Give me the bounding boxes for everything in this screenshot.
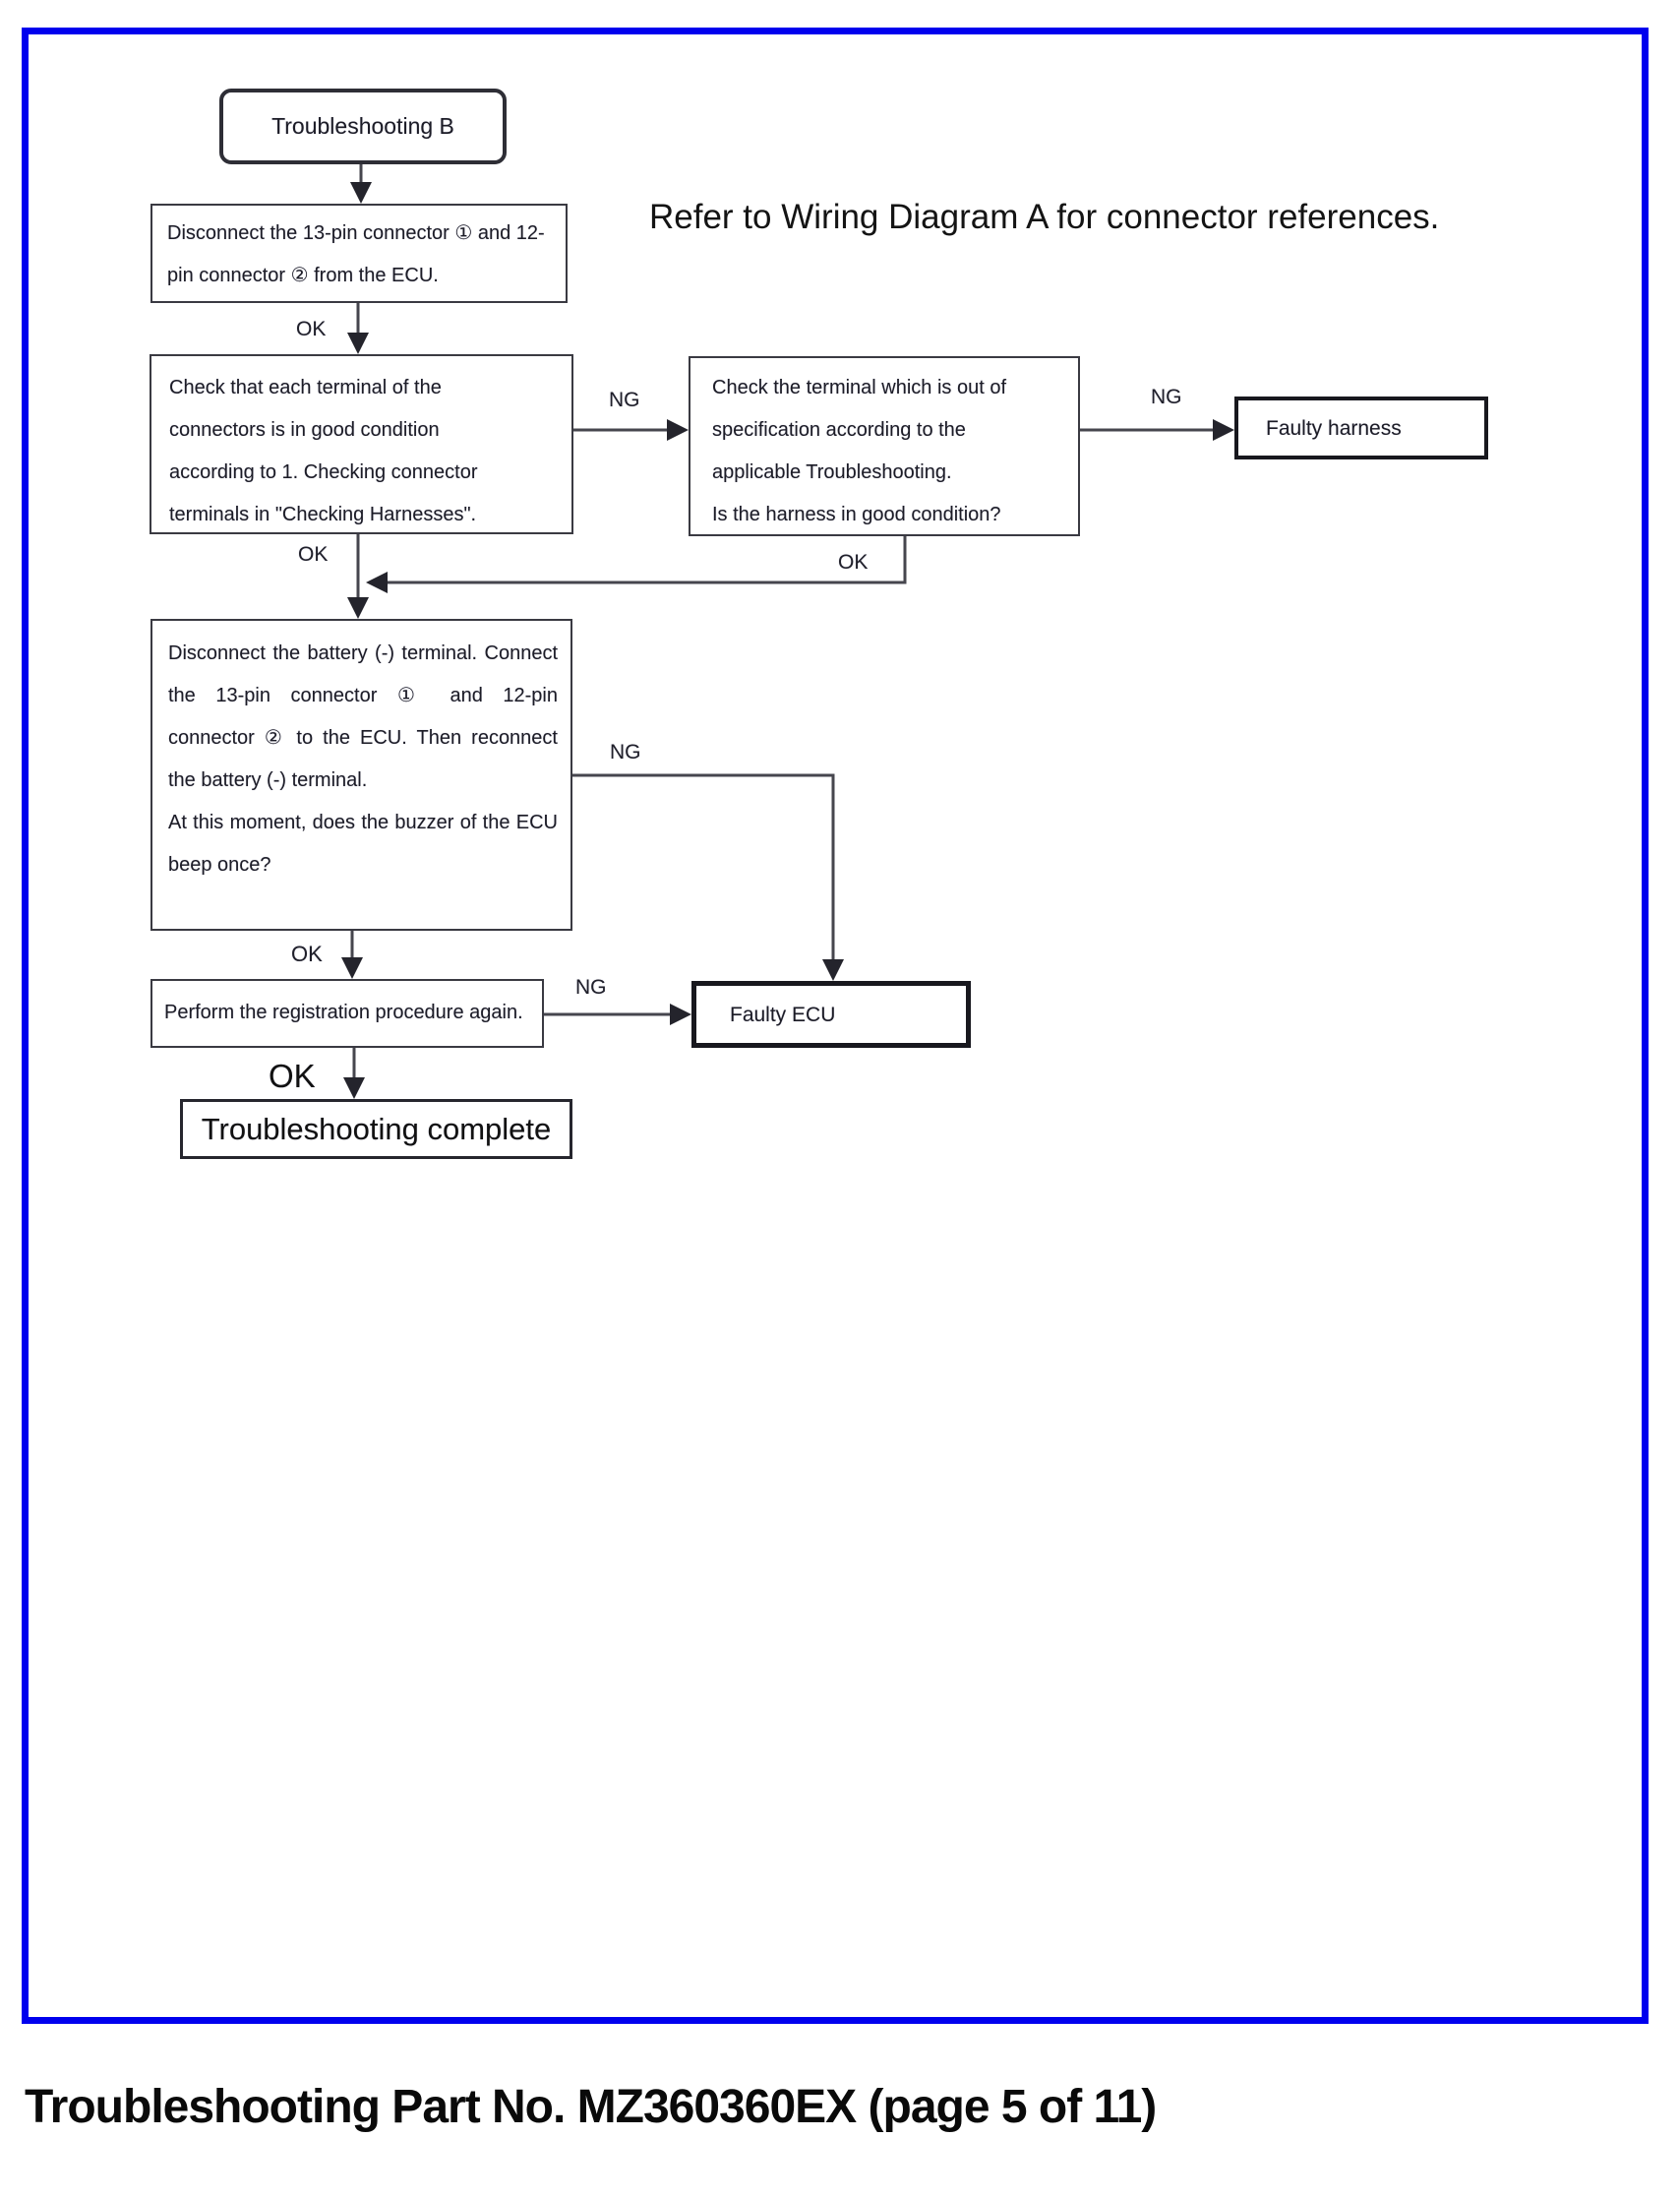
check-terminals-box: Check that each terminal of the connecto… <box>150 354 573 534</box>
ok-label: OK <box>269 1058 316 1094</box>
faulty-ecu-box: Faulty ECU <box>691 981 971 1048</box>
disconnect-connectors-box: Disconnect the 13-pin connector ① and 12… <box>150 204 568 303</box>
page-caption: Troubleshooting Part No. MZ360360EX (pag… <box>25 2081 1157 2133</box>
check-out-of-spec-box: Check the terminal which is out of speci… <box>689 356 1080 536</box>
ng-label: NG <box>610 741 641 764</box>
ok-label: OK <box>296 318 327 340</box>
ng-label: NG <box>575 976 607 999</box>
reconnect-battery-box: Disconnect the battery (-) terminal. Con… <box>150 619 572 931</box>
ok-label: OK <box>838 551 869 574</box>
start-node: Troubleshooting B <box>219 89 507 164</box>
faulty-harness-box: Faulty harness <box>1234 397 1488 459</box>
ok-label: OK <box>291 942 323 966</box>
page-border-frame <box>22 28 1649 2024</box>
ng-label: NG <box>1151 386 1182 408</box>
complete-box: Troubleshooting complete <box>180 1099 572 1159</box>
wiring-diagram-note: Refer to Wiring Diagram A for connector … <box>649 198 1440 236</box>
ok-label: OK <box>298 543 329 566</box>
ng-label: NG <box>609 389 640 411</box>
registration-box: Perform the registration procedure again… <box>150 979 544 1048</box>
